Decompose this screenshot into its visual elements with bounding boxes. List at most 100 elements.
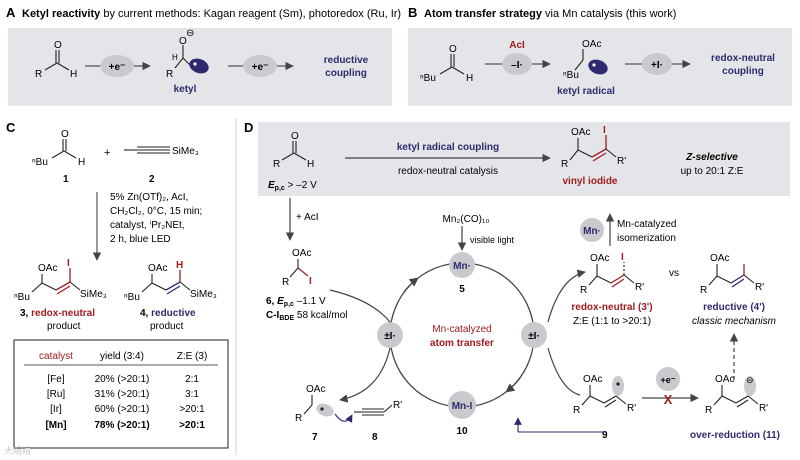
d-compound-8: R' <box>354 400 402 416</box>
panel-c-ald-o: O <box>61 129 69 140</box>
p4-label-2: product <box>150 321 184 332</box>
panel-a-ketyl-o: O <box>179 36 187 47</box>
panel-a-aldehyde: O R H <box>35 40 77 80</box>
panel-c-alkyne-tms: SiMe₃ <box>172 146 199 157</box>
d-zsel: Z-selective <box>685 152 738 163</box>
panel-a-title-rest: by current methods: Kagan reagent (Sm), … <box>100 8 401 20</box>
panel-a-ketyl-lobe <box>189 58 209 74</box>
panel-a-step1: +e⁻ <box>109 62 126 73</box>
d-product-3p: OAc R I R' <box>580 252 644 296</box>
d-feed-arrow-2 <box>339 347 391 403</box>
table-row: [Fe] 20% (>20:1) 2:1 <box>47 374 199 385</box>
d-mn-top-circle <box>449 252 475 278</box>
panel-c-cond1: 5% Zn(OTf)₂, AcI, <box>110 192 188 203</box>
p4-r: ⁿBu <box>124 292 140 303</box>
p4-oac: OAc <box>148 263 167 274</box>
d-mn-top: Mn· <box>453 261 471 272</box>
panel-d-aldehyde: O R H <box>273 131 314 170</box>
d-vinyl-iodide: OAc R I R' <box>561 125 626 170</box>
c9-oac: OAc <box>583 374 602 385</box>
panel-c-alkyne: SiMe₃ <box>124 146 199 157</box>
d-cycle-1: Mn-catalyzed <box>432 324 491 335</box>
watermark: 大眼睛 <box>4 445 31 456</box>
table-header-catalyst: catalyst <box>39 351 73 362</box>
table-row: [Ir] 60% (>20:1) >20:1 <box>50 404 205 415</box>
p3p-i: I <box>621 252 624 263</box>
panel-c: C O ⁿBu H 1 + SiMe₃ 2 5% Zn(OTf)₂, AcI, … <box>6 120 229 449</box>
panel-a-step1-circle <box>100 55 134 77</box>
c11-anion-lobe <box>744 376 756 396</box>
d-mn-iso-circle <box>580 218 604 242</box>
d-ald-o: O <box>291 131 299 142</box>
d-ep: Ep,c > –2 V <box>268 180 317 192</box>
panel-b-ketyl-r: ⁿBu <box>563 70 579 81</box>
panel-b-ketyl-label: ketyl radical <box>557 86 615 97</box>
panel-a-step2-circle <box>243 55 277 77</box>
panel-c-product-3: OAc ⁿBu I SiMe₃ <box>14 258 107 303</box>
panel-b-ald-h: H <box>466 73 473 84</box>
d-cross: X <box>664 392 673 407</box>
panel-c-aldehyde: O ⁿBu H <box>32 129 85 168</box>
c8-r: R' <box>393 400 402 411</box>
table-cell: 78% (>20:1) <box>94 420 149 431</box>
table-row: [Ru] 31% (>20:1) 3:1 <box>47 389 200 400</box>
panel-b-ketyl: OAc ⁿBu <box>563 39 608 81</box>
panel-d: D O R H Ep,c > –2 V ketyl radical coupli… <box>244 120 790 443</box>
d-plus-aci: + AcI <box>296 212 319 223</box>
d-p3p-ze: Z:E (1:1 to >20:1) <box>573 316 651 327</box>
c6-label-2: C-IBDE 58 kcal/mol <box>266 310 347 322</box>
panel-b: B Atom transfer strategy via Mn catalysi… <box>408 5 792 106</box>
p3p-r2: R' <box>635 282 644 293</box>
c7-r: R <box>295 413 302 424</box>
d-ald-h: H <box>307 159 314 170</box>
table-cell: 31% (>20:1) <box>95 389 150 400</box>
d-mn2co: Mn₂(CO)₁₀ <box>443 214 490 225</box>
p3-label-2: product <box>47 321 81 332</box>
table-header-ze: Z:E (3) <box>177 351 208 362</box>
d-compound-9: OAc R R' <box>573 374 636 416</box>
d-cycle-2: atom transfer <box>430 338 494 349</box>
c7-attack-arrow <box>334 413 353 423</box>
d-num5: 5 <box>459 284 465 295</box>
panel-b-reagent: AcI <box>509 40 525 51</box>
panel-c-num2: 2 <box>149 174 155 185</box>
panel-b-oac: OAc <box>582 39 601 50</box>
panel-b-step2: +I· <box>651 60 663 71</box>
panel-a-ketyl-h: H <box>172 53 178 62</box>
d-plus-e: +e⁻ <box>660 375 675 385</box>
c11-oac: OAc <box>715 374 734 385</box>
c9-radical-lobe <box>612 376 624 396</box>
d-pmI-left: ±I· <box>384 331 396 342</box>
d-iso-2: isomerization <box>617 233 676 244</box>
c6-oac: OAc <box>292 248 311 259</box>
d-c11-label: over-reduction (11) <box>690 430 780 441</box>
p3-label: 3, redox-neutral <box>20 308 95 319</box>
panel-a-product-2: coupling <box>325 68 367 79</box>
d-box-title: ketyl radical coupling <box>397 142 499 153</box>
panel-b-title-bold: Atom transfer strategy <box>424 8 543 20</box>
panel-c-cond2: CH₂Cl₂, 0°C, 15 min; <box>110 206 202 217</box>
p3-r: ⁿBu <box>14 292 30 303</box>
d-compound-11: OAc R ⊖ R' <box>705 374 768 416</box>
panel-b-title-rest: via Mn catalysis (this work) <box>542 8 676 20</box>
c9-r2: R' <box>627 403 636 414</box>
d-plus-e-circle <box>656 367 680 391</box>
d-compound-6: OAc R I <box>282 248 312 288</box>
d-vinyl-r2: R' <box>617 156 626 167</box>
yield-table-frame <box>13 339 229 449</box>
table-header-yield: yield (3:4) <box>100 351 144 362</box>
d-p4p-label: reductive (4') <box>703 302 765 313</box>
panel-b-step2-circle <box>642 53 672 75</box>
panel-b-ald-o: O <box>449 44 457 55</box>
panel-a-ald-h: H <box>70 69 77 80</box>
panel-b-product-2: coupling <box>722 66 764 77</box>
p4-h: H <box>176 260 183 271</box>
panel-b-title: Atom transfer strategy via Mn catalysis … <box>424 8 676 20</box>
c6-i: I <box>309 276 312 287</box>
d-vinyl-r: R <box>561 159 568 170</box>
table-cell: 20% (>20:1) <box>95 374 150 385</box>
d-vs: vs <box>669 268 679 279</box>
d-num9: 9 <box>602 430 608 441</box>
d-feed-arrow-3 <box>547 269 586 323</box>
table-cell: 2:1 <box>185 374 199 385</box>
